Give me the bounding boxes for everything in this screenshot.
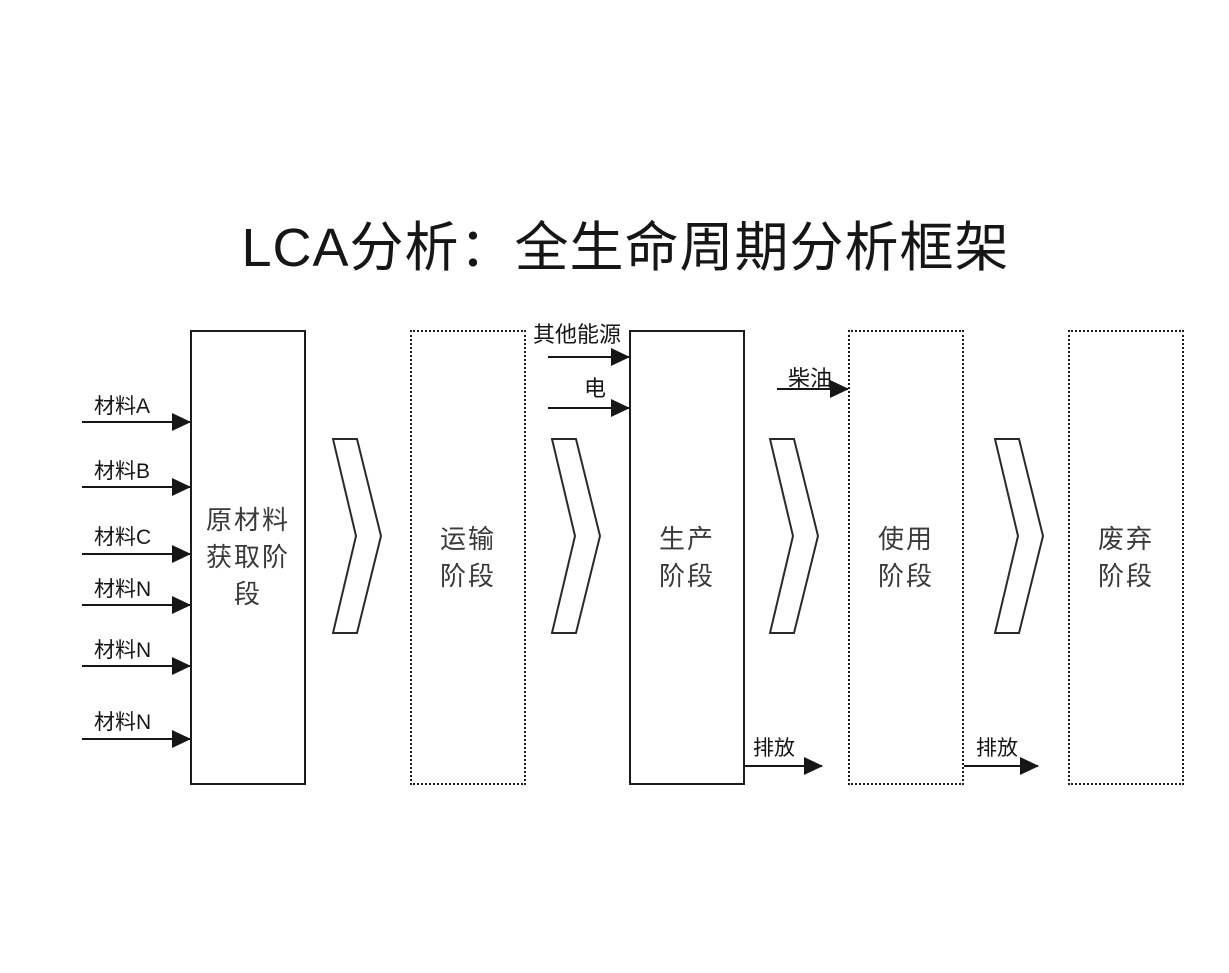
stage-label-use: 使用 阶段 [877, 523, 934, 591]
stage-label-production: 生产 阶段 [658, 523, 715, 591]
energy-input-arrow [548, 399, 630, 417]
chevron-right-icon [551, 438, 601, 634]
energy-input-label-electricity: 电 [584, 376, 607, 401]
energy-input-arrow [777, 380, 849, 398]
material-input-arrow [82, 478, 191, 496]
material-input-label: 材料A [94, 395, 151, 418]
material-input-label: 材料N [94, 639, 152, 662]
material-input-label: 材料N [94, 711, 152, 734]
stage-label-transport: 运输 阶段 [439, 523, 496, 591]
emission-label-production: 排放 [753, 737, 795, 760]
material-input-arrow [82, 596, 191, 614]
stage-box-disposal: 废弃 阶段 [1068, 330, 1184, 785]
stage-box-raw-material-acquisition: 原材料 获取阶 段 [190, 330, 306, 785]
material-input-label: 材料C [94, 526, 152, 549]
energy-input-label-other-energy: 其他能源 [533, 322, 622, 347]
emission-arrow [745, 757, 823, 775]
diagram-title: LCA分析：全生命周期分析框架 [241, 218, 1010, 278]
chevron-right-icon [769, 438, 819, 634]
material-input-label: 材料B [94, 460, 151, 483]
energy-input-arrow [548, 348, 630, 366]
material-input-arrow [82, 657, 191, 675]
chevron-right-icon [994, 438, 1044, 634]
stage-box-use: 使用 阶段 [848, 330, 964, 785]
stage-box-production: 生产 阶段 [629, 330, 745, 785]
stage-label-raw-material-acquisition: 原材料 获取阶 段 [205, 505, 290, 609]
material-input-arrow [82, 545, 191, 563]
material-input-arrow [82, 413, 191, 431]
stage-label-disposal: 废弃 阶段 [1097, 523, 1154, 591]
emission-label-use: 排放 [976, 737, 1018, 760]
emission-arrow [964, 757, 1039, 775]
material-input-arrow [82, 730, 191, 748]
material-input-label: 材料N [94, 578, 152, 601]
energy-input-label-diesel: 柴油 [788, 366, 833, 391]
stage-box-transport: 运输 阶段 [410, 330, 526, 785]
chevron-right-icon [332, 438, 382, 634]
